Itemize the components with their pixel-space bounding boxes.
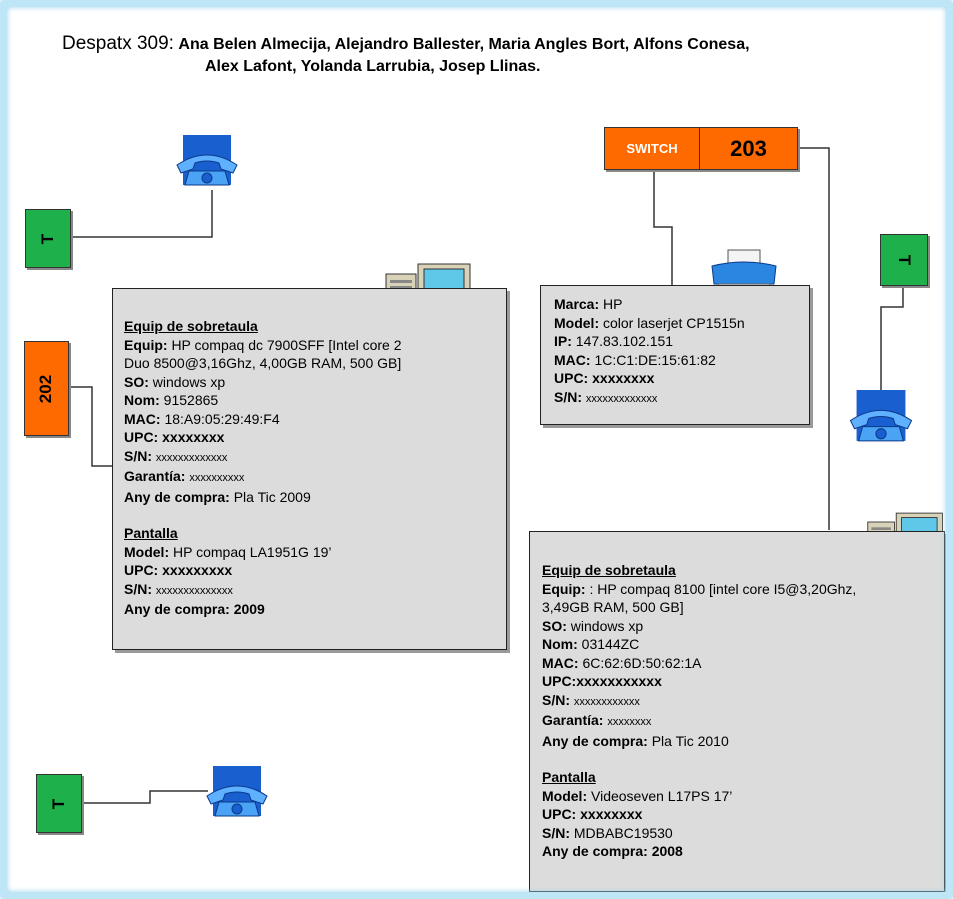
screen-any-value: 2008 <box>647 843 683 859</box>
printer-sn-value: xxxxxxxxxxxxx <box>585 392 658 405</box>
screen-model-value: Videoseven L17PS 17’ <box>591 787 733 804</box>
office-number: Despatx 309: <box>62 33 174 54</box>
printer-model-value: color laserjet CP1515n <box>603 314 745 331</box>
any-value: Pla Tic 2010 <box>651 732 729 749</box>
any-value: Pla Tic 2009 <box>233 488 311 505</box>
nom-value: 9152865 <box>163 392 219 408</box>
right-pc-info-box: Equip de sobretaula Equip: : HP compaq 8… <box>529 531 945 892</box>
section-title: Equip de sobretaula <box>542 562 676 578</box>
field-label: Garantía: <box>542 712 604 728</box>
field-label: MAC: <box>124 410 161 427</box>
garantia-value: xxxxxxxxxx <box>189 472 245 484</box>
field-label: Model: <box>124 543 170 560</box>
left-pc-info-box: Equip de sobretaula Equip: HP compaq dc … <box>112 288 507 650</box>
switch-number: 203 <box>730 135 767 161</box>
field-label: UPC: <box>554 370 589 386</box>
field-label: MAC: <box>542 654 579 671</box>
switch-label: SWITCH <box>605 128 700 169</box>
phone-port-top-left: T <box>25 209 71 268</box>
telephone-icon <box>848 390 914 446</box>
nom-value: 03144ZC <box>581 636 640 652</box>
field-label: Any de compra: <box>542 843 648 859</box>
line-switch-right-pc <box>796 147 830 530</box>
field-label: SO: <box>542 617 567 634</box>
field-label: UPC: <box>542 673 577 689</box>
telephone-icon <box>205 766 269 821</box>
field-label: UPC: <box>124 429 159 445</box>
network-port-202: 202 <box>24 341 69 436</box>
printer-info-box: Marca: HP Model: color laserjet CP1515n … <box>540 285 810 425</box>
printer-ip-value: 147.83.102.151 <box>575 333 674 349</box>
phone-port-label: T <box>894 254 914 266</box>
field-label: UPC: <box>542 806 577 822</box>
screen-upc-value: xxxxxxxxx <box>162 562 233 578</box>
so-value: windows xp <box>570 617 644 634</box>
field-label: Model: <box>554 314 600 331</box>
field-label: Any de compra: <box>124 488 230 505</box>
printer-mac-value: 1C:C1:DE:15:61:82 <box>594 351 716 368</box>
telephone-icon <box>175 135 239 190</box>
field-label: S/N: <box>542 824 570 841</box>
field-label: Equip: <box>542 580 586 597</box>
upc-value: xxxxxxxx <box>162 429 225 445</box>
sn-value: xxxxxxxxxxxxx <box>155 451 228 464</box>
screen-sn-value: MDBABC19530 <box>573 824 673 841</box>
equip-value-cont: 3,49GB RAM, 500 GB] <box>542 599 684 615</box>
field-label: Nom: <box>542 636 578 652</box>
garantia-value: xxxxxxxx <box>607 716 652 728</box>
mac-value: 18:A9:05:29:49:F4 <box>164 410 280 427</box>
office-title: Despatx 309: Ana Belen Almecija, Alejand… <box>62 33 750 55</box>
field-label: S/N: <box>124 447 152 464</box>
port-202-label: 202 <box>36 374 56 403</box>
equip-value-cont: Duo 8500@3,16Ghz, 4,00GB RAM, 500 GB] <box>124 355 402 371</box>
line-phone-top-left <box>70 190 213 238</box>
so-value: windows xp <box>152 373 226 390</box>
printer-brand-value: HP <box>603 296 623 312</box>
phone-port-right: T <box>880 234 928 286</box>
occupants-line-2: Alex Lafont, Yolanda Larrubia, Josep Lli… <box>205 58 541 75</box>
line-202-left-pc <box>67 386 112 467</box>
screen-model-value: HP compaq LA1951G 19’ <box>173 543 332 560</box>
screen-upc-value: xxxxxxxx <box>580 806 643 822</box>
screen-section-title: Pantalla <box>124 525 178 541</box>
field-label: IP: <box>554 333 572 349</box>
field-label: Any de compra: <box>124 601 230 617</box>
printer-upc-value: xxxxxxxx <box>592 370 655 386</box>
phone-port-label: T <box>48 798 68 809</box>
field-label: S/N: <box>124 580 152 597</box>
field-label: UPC: <box>124 562 159 578</box>
mac-value: 6C:62:6D:50:62:1A <box>582 654 702 671</box>
field-label: Nom: <box>124 392 160 408</box>
screen-any-value: 2009 <box>233 601 265 617</box>
field-label: Any de compra: <box>542 732 648 749</box>
field-label: Garantía: <box>124 468 186 484</box>
equip-value: HP compaq dc 7900SFF [Intel core 2 <box>171 336 402 353</box>
sn-value: xxxxxxxxxxxx <box>573 695 640 708</box>
phone-port-label: T <box>37 233 57 244</box>
field-label: Equip: <box>124 336 168 353</box>
field-label: Model: <box>542 787 588 804</box>
phone-port-bottom-left: T <box>36 774 82 833</box>
screen-sn-value: xxxxxxxxxxxxxx <box>155 584 233 597</box>
equip-value: : HP compaq 8100 [intel core I5@3,20Ghz, <box>589 580 857 597</box>
screen-section-title: Pantalla <box>542 769 596 785</box>
field-label: S/N: <box>542 691 570 708</box>
field-label: S/N: <box>554 388 582 405</box>
field-label: Marca: <box>554 296 600 312</box>
line-switch-printer <box>653 168 673 290</box>
occupants-line-1: Ana Belen Almecija, Alejandro Ballester,… <box>178 36 750 53</box>
network-switch: SWITCH 203 <box>604 127 798 170</box>
field-label: MAC: <box>554 351 591 368</box>
line-phone-bottom-left <box>80 790 208 804</box>
field-label: SO: <box>124 373 149 390</box>
section-title: Equip de sobretaula <box>124 318 258 334</box>
line-port-right-phone <box>880 284 904 395</box>
upc-value: xxxxxxxxxxx <box>576 673 662 689</box>
